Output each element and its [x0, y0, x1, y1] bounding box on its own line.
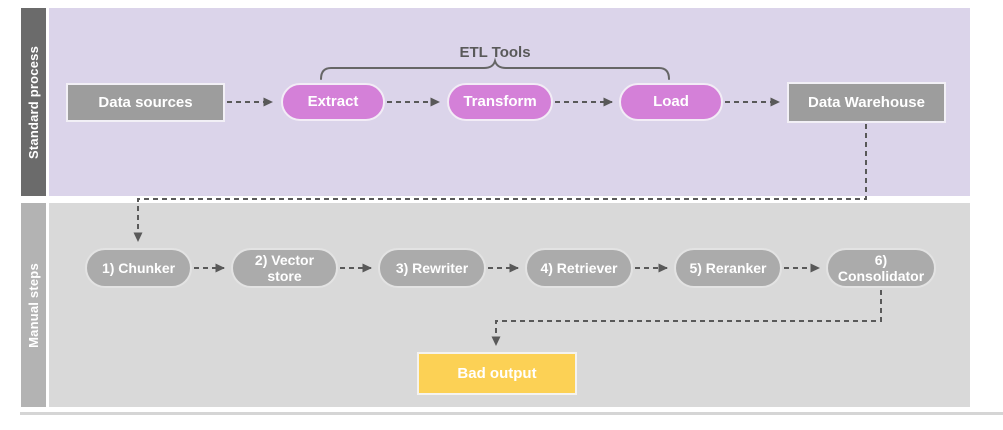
- lane-standard-process-label: Standard process: [26, 45, 42, 159]
- node-transform: Transform: [447, 83, 553, 121]
- node-reranker: 5) Reranker: [674, 248, 782, 288]
- node-load: Load: [619, 83, 723, 121]
- lane-manual-steps-header: Manual steps: [21, 203, 46, 407]
- node-bad-output: Bad output: [417, 352, 577, 395]
- node-retriever: 4) Retriever: [525, 248, 633, 288]
- node-extract: Extract: [281, 83, 385, 121]
- node-consolidator: 6) Consolidator: [826, 248, 936, 288]
- etl-tools-group-label: ETL Tools: [459, 44, 531, 61]
- node-data-warehouse: Data Warehouse: [787, 82, 946, 123]
- node-chunker: 1) Chunker: [85, 248, 192, 288]
- node-rewriter: 3) Rewriter: [378, 248, 486, 288]
- page-edge-divider: [20, 412, 1003, 415]
- lane-manual-steps-label: Manual steps: [26, 262, 42, 348]
- node-data-sources: Data sources: [66, 83, 225, 122]
- lane-standard-process-header: Standard process: [21, 8, 46, 196]
- node-vector-store: 2) Vector store: [231, 248, 338, 288]
